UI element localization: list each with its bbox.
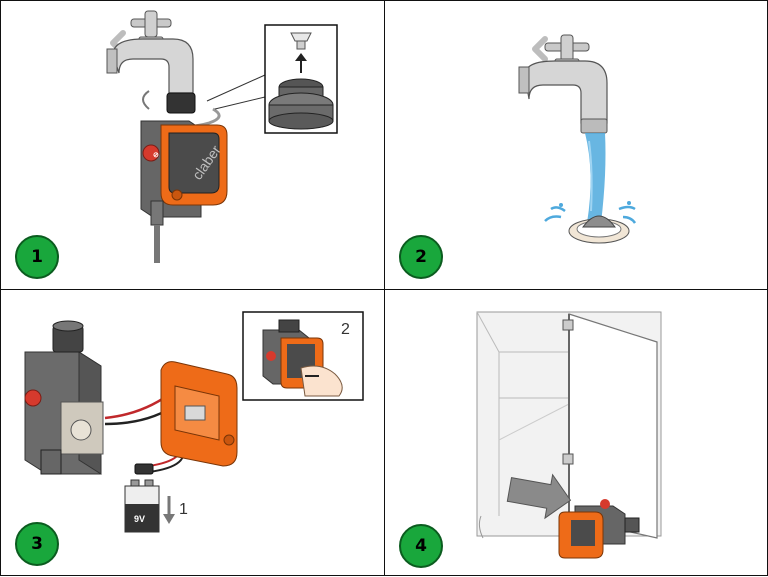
cabinet-icon — [476, 311, 662, 539]
inset-label-2: 2 — [341, 321, 350, 338]
step-2-badge: 2 — [399, 235, 443, 279]
step-1-badge: 1 — [15, 235, 59, 279]
step-1-panel: ⊘ claber 1 — [1, 1, 383, 288]
step-3-panel: 9V 1 2 3 — [1, 290, 383, 577]
step-4-badge: 4 — [399, 524, 443, 568]
step-3-illustration: 9V 1 2 — [24, 311, 364, 533]
device-cover-icon — [160, 361, 238, 467]
svg-text:⊘: ⊘ — [153, 152, 159, 159]
device-body-icon — [24, 320, 104, 475]
insert-arrow-icon — [506, 473, 572, 520]
grid-divider-horizontal — [1, 289, 767, 290]
insert-battery-inset: 2 — [242, 311, 364, 401]
step-2-panel: 2 — [385, 1, 767, 288]
grid-divider-vertical — [384, 1, 385, 575]
step-1-illustration: ⊘ claber — [106, 10, 338, 263]
battery-label: 9V — [134, 514, 145, 524]
step-3-badge: 3 — [15, 522, 59, 566]
device-icon — [558, 499, 640, 559]
device-icon: ⊘ claber — [140, 120, 228, 218]
arrow-label-1: 1 — [179, 501, 188, 518]
faucet-icon — [106, 10, 194, 94]
battery-icon: 9V — [124, 479, 160, 533]
faucet-icon — [518, 34, 608, 134]
step-4-illustration — [476, 311, 662, 559]
step-4-panel: 4 — [385, 290, 767, 577]
step-2-illustration — [518, 34, 637, 244]
filter-inset — [264, 24, 338, 134]
